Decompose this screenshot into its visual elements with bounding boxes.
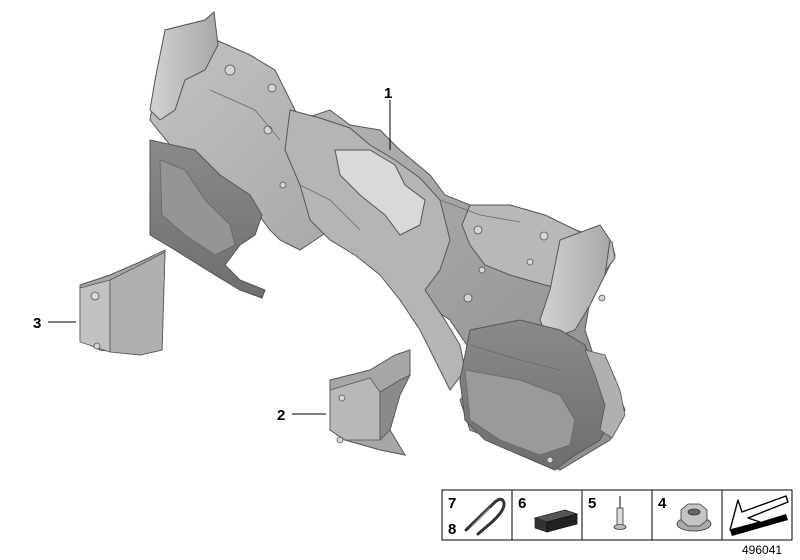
bracket-insulation-part-3 (79, 249, 166, 356)
bracket-insulation-part-2 (329, 349, 411, 456)
legend-item-flange-nut: 4 (658, 495, 712, 532)
callout-1: 1 (384, 85, 392, 150)
callout-3: 3 (33, 315, 76, 332)
legend-number-7: 7 (448, 495, 456, 512)
document-number: 496041 (742, 543, 782, 557)
callout-label-2: 2 (277, 407, 285, 424)
callout-label-3: 3 (33, 315, 41, 332)
legend-number-4: 4 (658, 495, 667, 512)
pointer-arrow-icon (729, 495, 789, 536)
legend-number-6: 6 (518, 495, 526, 512)
clip-icon (464, 497, 506, 536)
legend-number-5: 5 (588, 495, 596, 512)
legend-item-clip: 7 8 (448, 495, 506, 538)
legend-number-8: 8 (448, 521, 456, 538)
foam-pad-icon (533, 509, 579, 533)
callout-2: 2 (277, 407, 326, 424)
sound-insulation-panel-part-1 (149, 10, 626, 471)
legend-item-foam-pad: 6 (518, 495, 579, 533)
flange-nut-icon (676, 503, 712, 532)
rivet-icon (613, 496, 627, 530)
parts-legend: 7 8 6 5 4 (441, 489, 793, 541)
callout-label-1: 1 (384, 85, 392, 102)
legend-item-pointer (729, 495, 789, 536)
legend-item-rivet: 5 (588, 495, 627, 530)
